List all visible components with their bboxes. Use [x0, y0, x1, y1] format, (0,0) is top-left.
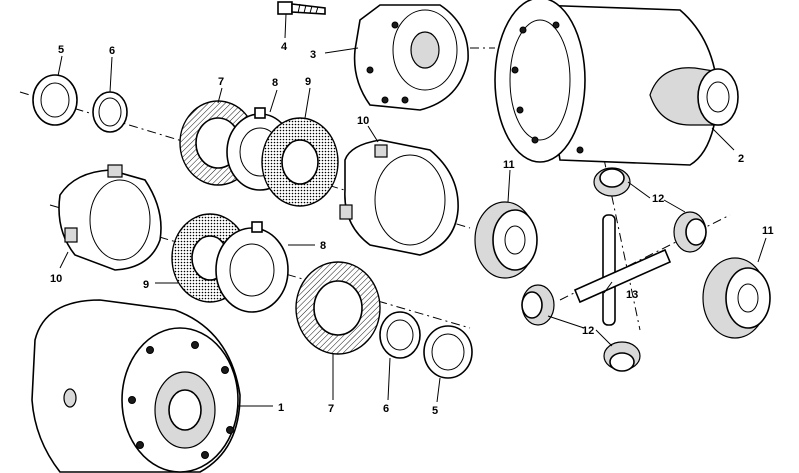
- bolt-part-4: [277, 1, 326, 15]
- differential-case-part-1: [31, 299, 241, 473]
- callout-11-lower: 11: [762, 225, 774, 237]
- shim-part-6-top: [92, 91, 128, 133]
- shim-part-6-lower: [379, 311, 421, 359]
- callout-8-top: 8: [272, 77, 278, 89]
- callout-6-top: 6: [109, 45, 115, 57]
- callout-labels: 1 2 3 4 5 5 6 6 7 7 8 8 9 9 10 10 11 11 …: [50, 41, 774, 417]
- callout-5-lower: 5: [432, 405, 438, 417]
- callout-2: 2: [738, 153, 744, 165]
- outer-plate-part-8-lower: [215, 221, 289, 313]
- pinion-gear-part-12-top: [593, 167, 631, 197]
- callout-9-lower: 9: [143, 279, 149, 291]
- pinion-gear-part-12-left: [521, 284, 555, 326]
- callout-8-lower: 8: [320, 240, 326, 252]
- callout-12-lower: 12: [582, 325, 594, 337]
- callout-4: 4: [281, 41, 288, 53]
- side-gear-part-11-lower: [702, 257, 771, 339]
- callout-7-top: 7: [218, 76, 224, 88]
- callout-5-top: 5: [58, 44, 64, 56]
- pressure-ring-part-10-top: [339, 139, 459, 256]
- callout-1: 1: [278, 402, 284, 414]
- thrust-washer-part-5-lower: [423, 325, 473, 379]
- pinion-gear-part-12-bottom: [603, 341, 641, 372]
- cross-shaft-part-13: [573, 214, 672, 326]
- friction-disc-part-7-lower: [295, 261, 381, 355]
- differential-housing-part-2: [494, 0, 739, 166]
- callout-6-lower: 6: [383, 403, 389, 415]
- pressure-ring-part-10-lower: [58, 164, 162, 271]
- side-gear-part-11-upper: [474, 201, 538, 279]
- pinion-gear-part-12-right: [673, 211, 707, 253]
- cover-flange-part-3: [353, 4, 469, 111]
- callout-10-lower: 10: [50, 273, 62, 285]
- thrust-washer-part-5-top: [32, 74, 78, 126]
- clutch-plate-part-9-top: [261, 117, 339, 207]
- callout-11-upper: 11: [503, 159, 515, 171]
- callout-13: 13: [626, 289, 638, 301]
- callout-3: 3: [310, 49, 316, 61]
- callout-10-top: 10: [357, 115, 369, 127]
- leader-lines: [57, 13, 767, 407]
- callout-9-top: 9: [305, 76, 311, 88]
- callout-12-upper: 12: [652, 193, 664, 205]
- callout-7-lower: 7: [328, 403, 334, 415]
